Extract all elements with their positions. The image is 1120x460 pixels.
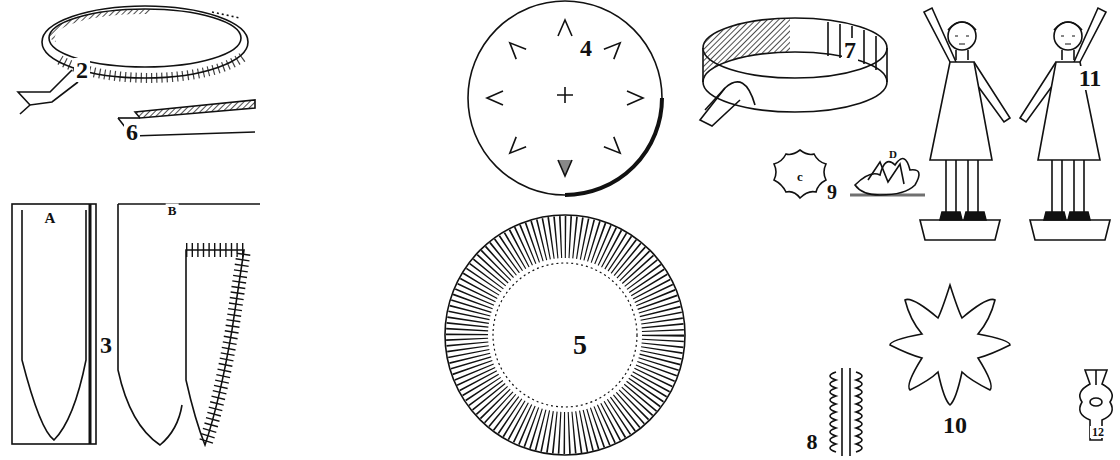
figure-label: 5 <box>571 331 589 359</box>
figure-label: 9 <box>825 182 839 202</box>
figure-label: A <box>43 211 58 226</box>
figure-label: 3 <box>98 333 114 357</box>
figure-label: D <box>887 149 899 160</box>
figure-label: 10 <box>941 413 969 437</box>
figure-label: 8 <box>805 431 820 453</box>
figure-label: 2 <box>74 58 90 82</box>
figure-label: 7 <box>842 38 858 62</box>
figure-label: B <box>166 204 179 217</box>
figure-label: 12 <box>1090 426 1106 438</box>
figure-label: c <box>795 170 805 183</box>
figure-label: 6 <box>124 120 140 144</box>
figure-label: 4 <box>578 36 594 60</box>
figure-label: 11 <box>1077 66 1104 90</box>
